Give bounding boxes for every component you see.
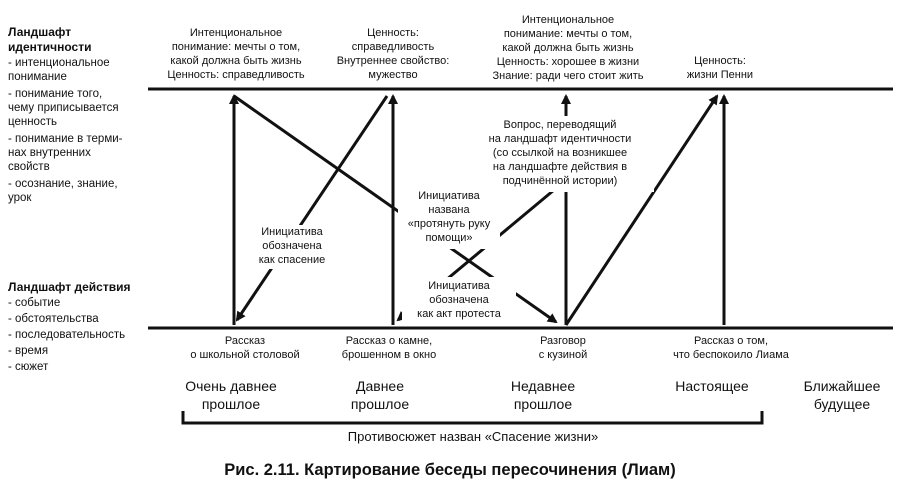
identity-label-line: справедливость: [352, 41, 435, 53]
identity-label-line: понимание: мечты о том,: [172, 41, 300, 53]
identity-label-line: Ценность:: [694, 55, 746, 67]
figure-caption: Рис. 2.11. Картирование беседы пересочин…: [224, 461, 676, 479]
identity-label-line: Знание: ради чего стоит жить: [493, 70, 644, 82]
action-label-d: Рассказ о том, что беспокоило Лиама: [673, 335, 790, 361]
identity-label-c: Интенциональное понимание: мечты о том, …: [493, 14, 644, 82]
identity-list-line: чему приписывается: [8, 102, 119, 114]
identity-list-line: - понимание того,: [8, 88, 102, 100]
action-label-line: Рассказ о камне,: [346, 335, 432, 347]
action-list-line: - сюжет: [8, 361, 49, 373]
question-line: подчинённой истории): [503, 175, 618, 187]
identity-label-b: Ценность: справедливость Внутреннее свой…: [337, 27, 450, 81]
action-heading: Ландшафт действия: [8, 280, 130, 294]
action-list-line: - обстоятельства: [8, 313, 99, 325]
identity-list-line: ценность: [8, 116, 57, 128]
protest-line: Инициатива: [428, 280, 490, 292]
identity-heading-line-2: идентичности: [8, 40, 91, 54]
action-label-c: Разговор с кузиной: [539, 335, 588, 361]
action-label-line: с кузиной: [539, 349, 588, 361]
timeline-near-future-2: будущее: [814, 396, 871, 412]
identity-list-line: - понимание в терми-: [8, 133, 123, 145]
question-label: Вопрос, переводящий на ландшафт идентичн…: [466, 116, 654, 192]
identity-label-line: жизни Пенни: [687, 69, 753, 81]
action-label-b: Рассказ о камне, брошенном в окно: [342, 335, 436, 361]
counterplot-bracket: [181, 411, 764, 425]
question-line: на ландшафт идентичности: [489, 133, 632, 145]
action-list-line: - событие: [8, 297, 60, 309]
help-line: названа: [428, 204, 470, 216]
counterplot-label: Противосюжет назван «Спасение жизни»: [348, 429, 598, 444]
identity-label-a: Интенциональное понимание: мечты о том, …: [167, 27, 305, 81]
rescue-line: обозначена: [262, 240, 322, 252]
identity-list-line: урок: [8, 192, 32, 204]
timeline-very-distant-past-2: прошлое: [202, 396, 260, 412]
identity-label-line: понимание: мечты о том,: [504, 28, 632, 40]
identity-list-line: понимание: [8, 71, 67, 83]
identity-label-d: Ценность: жизни Пенни: [687, 55, 753, 81]
identity-list-line: нах внутренних: [8, 147, 91, 159]
help-label: Инициатива названа «протянуть руку помощ…: [398, 187, 500, 249]
action-label-line: брошенном в окно: [342, 349, 436, 361]
rescue-label: Инициатива обозначена как спасение: [248, 225, 338, 269]
identity-list-line: - осознание, знание,: [8, 178, 118, 190]
question-line: на ландшафте действия в: [493, 161, 627, 173]
help-line: помощи»: [425, 232, 472, 244]
action-label-line: Рассказ о том,: [694, 335, 768, 347]
timeline-recent-past: Недавнее: [511, 378, 575, 394]
timeline-distant-past: Давнее: [356, 378, 404, 394]
identity-label-line: Интенциональное: [522, 14, 614, 26]
action-label-a: Рассказ о школьной столовой: [190, 335, 299, 361]
timeline-near-future: Ближайшее: [804, 378, 881, 394]
identity-label-line: какой должна быть жизнь: [170, 55, 301, 67]
identity-label-line: какой должна быть жизнь: [502, 42, 633, 54]
timeline-recent-past-2: прошлое: [514, 396, 572, 412]
action-list: - событие - обстоятельства - последовате…: [8, 297, 125, 373]
identity-label-line: Внутреннее свойство:: [337, 55, 450, 67]
help-line: «протянуть руку: [408, 218, 491, 230]
identity-list-line: свойств: [8, 161, 50, 173]
arrow-d-diagonal: [564, 94, 719, 326]
timeline-very-distant-past: Очень давнее: [185, 378, 277, 394]
identity-label-line: Ценность:: [367, 27, 419, 39]
question-line: (со ссылкой на возникшее: [493, 147, 627, 159]
identity-label-line: Ценность: справедливость: [167, 69, 305, 81]
action-label-line: что беспокоило Лиама: [673, 349, 790, 361]
identity-list: - интенциональное понимание - понимание …: [8, 57, 123, 204]
rescue-line: как спасение: [259, 254, 326, 266]
protest-label: Инициатива обозначена как акт протеста: [402, 277, 516, 321]
identity-label-line: мужество: [368, 69, 417, 81]
protest-line: обозначена: [429, 294, 489, 306]
identity-label-line: Интенциональное: [190, 27, 282, 39]
question-line: Вопрос, переводящий: [504, 119, 617, 131]
action-list-line: - время: [8, 345, 48, 357]
rescue-line: Инициатива: [261, 226, 323, 238]
action-label-line: о школьной столовой: [190, 349, 299, 361]
timeline-distant-past-2: прошлое: [351, 396, 409, 412]
action-label-line: Рассказ: [225, 335, 265, 347]
protest-line: как акт протеста: [417, 308, 502, 320]
action-list-line: - последовательность: [8, 329, 125, 341]
timeline: Очень давнее прошлое Давнее прошлое Неда…: [185, 378, 880, 412]
identity-heading-line-1: Ландшафт: [8, 25, 71, 39]
identity-list-line: - интенциональное: [8, 57, 110, 69]
identity-label-line: Ценность: хорошее в жизни: [497, 56, 639, 68]
timeline-present: Настоящее: [675, 378, 749, 394]
action-label-line: Разговор: [540, 335, 586, 347]
help-line: Инициатива: [418, 190, 480, 202]
arrow-b-to-school: [235, 95, 389, 322]
